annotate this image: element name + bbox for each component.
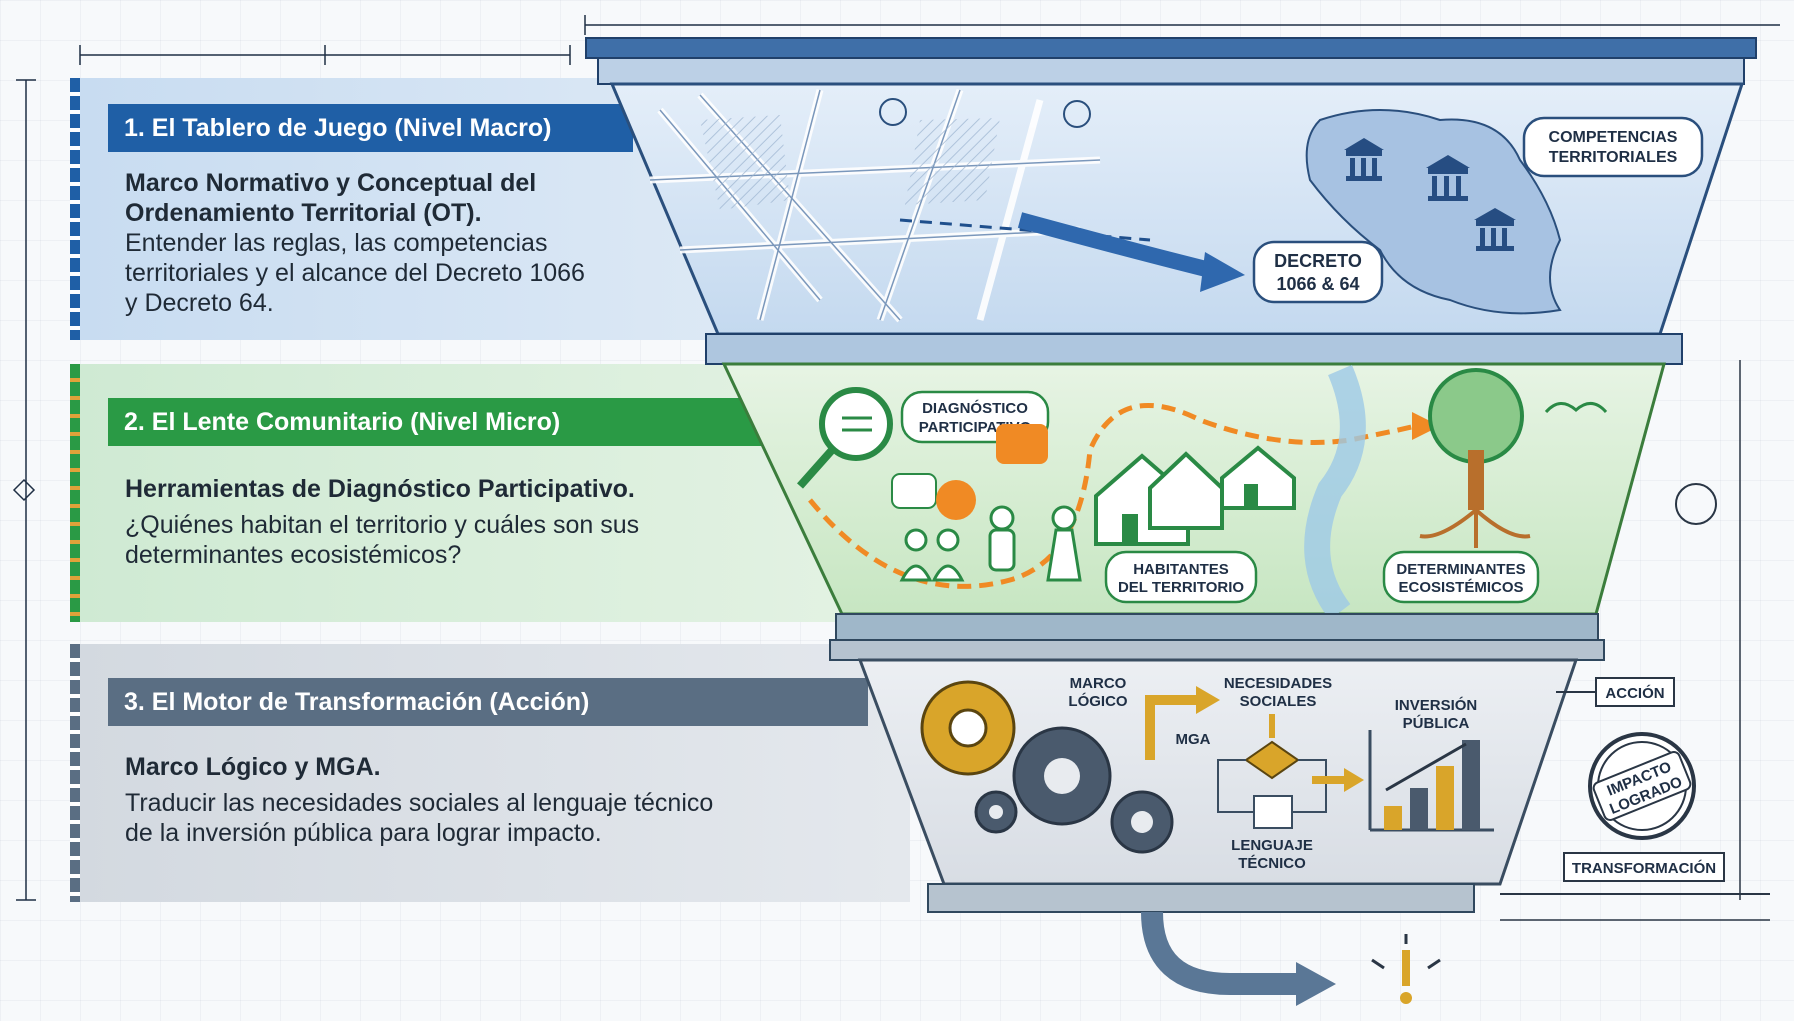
bird-icon bbox=[1544, 402, 1608, 414]
panel-accion-stripe bbox=[70, 644, 80, 902]
crosshair-icon bbox=[1063, 100, 1091, 128]
house-icon bbox=[1094, 445, 1296, 546]
lenguaje-label-2: TÉCNICO bbox=[1238, 855, 1306, 872]
panel-micro-stripe bbox=[70, 364, 80, 622]
band-macro: 1. El Tablero de Juego (Nivel Macro) bbox=[108, 104, 633, 152]
target-icon bbox=[1675, 483, 1717, 525]
heading-macro-2: Ordenamiento Territorial (OT). bbox=[125, 199, 482, 227]
chart-icon bbox=[1368, 730, 1494, 832]
panel-accion-text: Marco Lógico y MGA. Traducir las necesid… bbox=[125, 752, 713, 848]
decreto-arrow bbox=[1017, 212, 1212, 278]
side-labels: ACCIÓN IMPACTO LOGRADO TRANSFORMACIÓN bbox=[1500, 360, 1770, 921]
body-micro-2: determinantes ecosistémicos? bbox=[125, 541, 462, 569]
accion-tag bbox=[1595, 677, 1675, 707]
body-accion-1: Traducir las necesidades sociales al len… bbox=[125, 789, 714, 817]
territory-map-icon bbox=[1305, 109, 1562, 315]
tree-icon bbox=[1419, 368, 1531, 548]
band-accion: 3. El Motor de Transformación (Acción) bbox=[108, 678, 868, 726]
river bbox=[1304, 364, 1366, 620]
accion-label: ACCIÓN bbox=[1605, 684, 1664, 702]
bank-icon bbox=[1344, 138, 1516, 251]
diagnostico-label-1: DIAGNÓSTICO bbox=[922, 399, 1028, 417]
people-icon bbox=[899, 505, 1082, 582]
funnel-section-micro: DIAGNÓSTICO PARTICIPATIVO HABITANTES D bbox=[721, 362, 1666, 620]
band-micro: 2. El Lente Comunitario (Nivel Micro) bbox=[108, 398, 768, 446]
top-right-dimension-line bbox=[584, 15, 1780, 35]
panel-micro-text: Herramientas de Diagnóstico Participativ… bbox=[125, 474, 639, 570]
determinantes-label-2: ECOSISTÉMICOS bbox=[1398, 579, 1523, 596]
body-micro-1: ¿Quiénes habitan el territorio y cuáles … bbox=[125, 511, 640, 539]
outlet-arrow bbox=[1141, 911, 1300, 995]
competencias-callout bbox=[1522, 116, 1704, 178]
decreto-label-1: DECRETO bbox=[1274, 251, 1362, 271]
funnel-outlet bbox=[927, 883, 1475, 1006]
marco-label-2: LÓGICO bbox=[1068, 692, 1127, 710]
necesidades-label-2: SOCIALES bbox=[1240, 693, 1317, 710]
funnel-middle-rim bbox=[705, 333, 1683, 365]
decreto-label-2: 1066 & 64 bbox=[1276, 274, 1359, 294]
panel-macro-stripe bbox=[70, 78, 80, 340]
habitantes-callout bbox=[1104, 550, 1258, 604]
mga-arrow bbox=[1145, 695, 1200, 760]
left-dimension-line bbox=[12, 79, 36, 901]
funnel-top-rim bbox=[585, 37, 1757, 85]
chat-icon bbox=[996, 424, 1048, 464]
determinantes-label-1: DETERMINANTES bbox=[1396, 561, 1525, 578]
competencias-label-1: COMPETENCIAS bbox=[1549, 129, 1678, 146]
heading-macro-1: Marco Normativo y Conceptual del bbox=[125, 169, 537, 197]
determinantes-callout bbox=[1382, 550, 1540, 604]
inversion-label-2: PÚBLICA bbox=[1403, 714, 1470, 732]
decreto-callout bbox=[1252, 240, 1384, 304]
body-accion-2: de la inversión pública para lograr impa… bbox=[125, 819, 602, 847]
magnifier-icon bbox=[797, 387, 893, 489]
impacto-stamp: IMPACTO LOGRADO bbox=[1588, 732, 1696, 840]
funnel-section-macro: COMPETENCIAS TERRITORIALES DECRETO 1066 … bbox=[609, 82, 1745, 336]
inversion-label-1: INVERSIÓN bbox=[1395, 696, 1478, 714]
panel-macro-text: Marco Normativo y Conceptual del Ordenam… bbox=[125, 168, 585, 318]
body-macro-1: Entender las reglas, las competencias bbox=[125, 229, 548, 257]
transformacion-tag bbox=[1563, 852, 1725, 882]
heading-accion-1: Marco Lógico y MGA. bbox=[125, 753, 381, 781]
flowchart-icon bbox=[1217, 714, 1364, 829]
gear-icon bbox=[920, 680, 1174, 854]
mga-label: MGA bbox=[1176, 731, 1211, 748]
marco-label-1: MARCO bbox=[1070, 675, 1127, 692]
body-macro-2: territoriales y el alcance del Decreto 1… bbox=[125, 259, 585, 287]
body-macro-3: y Decreto 64. bbox=[125, 289, 274, 317]
habitantes-label-1: HABITANTES bbox=[1133, 561, 1229, 578]
top-dimension-line bbox=[79, 45, 571, 65]
funnel-lower-rim bbox=[829, 613, 1605, 661]
lenguaje-label-1: LENGUAJE bbox=[1231, 837, 1313, 854]
compass-icon bbox=[879, 98, 907, 126]
alert-icon bbox=[1371, 934, 1441, 1004]
habitantes-label-2: DEL TERRITORIO bbox=[1118, 579, 1244, 596]
funnel-section-accion: MARCO LÓGICO MGA NECESIDADES SOCIALES IN… bbox=[857, 658, 1579, 886]
transformacion-label: TRANSFORMACIÓN bbox=[1572, 859, 1716, 877]
necesidades-label-1: NECESIDADES bbox=[1224, 675, 1332, 692]
competencias-label-2: TERRITORIALES bbox=[1549, 149, 1678, 166]
heading-micro-1: Herramientas de Diagnóstico Participativ… bbox=[125, 475, 635, 503]
